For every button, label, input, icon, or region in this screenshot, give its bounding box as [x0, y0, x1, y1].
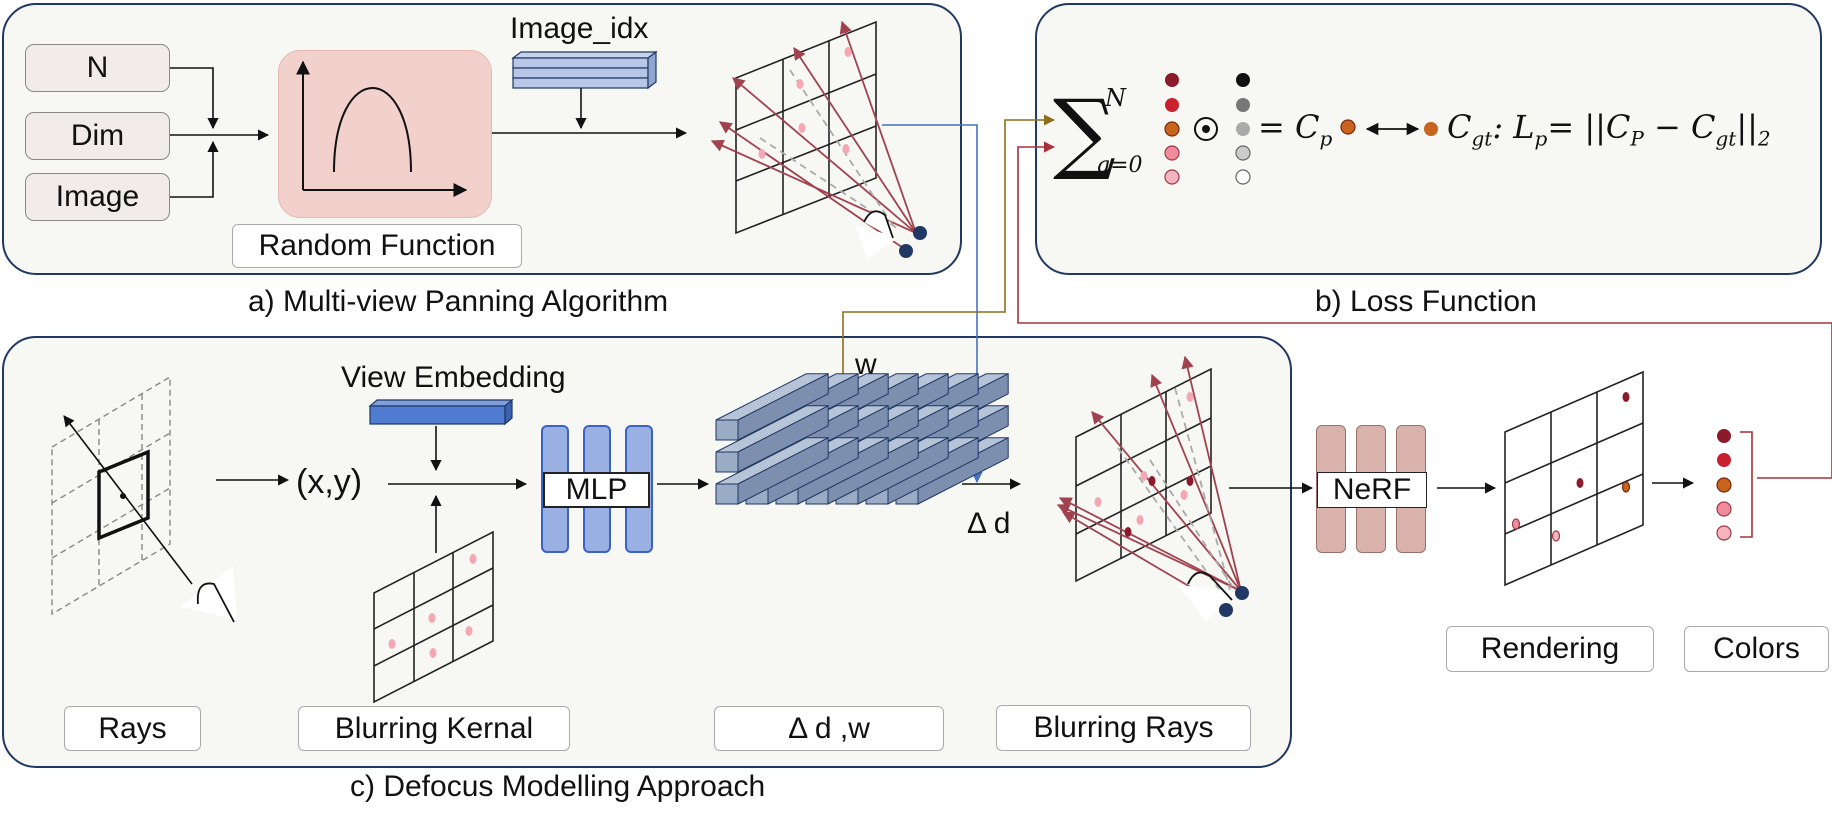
view-embedding-label: View Embedding: [341, 361, 566, 394]
sum-upper-limit: N: [1105, 84, 1126, 112]
nerf-label-box: NeRF: [1317, 472, 1427, 508]
rendering-points: [1511, 392, 1631, 542]
rays-label-box: Rays: [64, 706, 201, 751]
rendering-label: Rendering: [1480, 632, 1620, 665]
nerf-label: NeRF: [1332, 473, 1412, 506]
image-idx-label: Image_idx: [510, 12, 649, 45]
mlp-label-box: MLP: [543, 472, 650, 508]
input-image-box: Image: [25, 173, 170, 221]
rays-label: Rays: [98, 711, 167, 745]
colors-label: Colors: [1713, 632, 1800, 665]
rendering-label-box: Rendering: [1446, 626, 1654, 672]
delta-d-w-label: Δ d ,w: [788, 711, 870, 745]
delta-d-w-label-box: Δ d ,w: [714, 706, 944, 751]
blurring-rays-label: Blurring Rays: [1033, 711, 1214, 744]
colors-label-box: Colors: [1684, 626, 1829, 672]
random-function-label-box: Random Function: [232, 224, 522, 268]
input-dim-box: Dim: [25, 112, 170, 160]
panel-b-caption: b) Loss Function: [1315, 285, 1537, 318]
mlp-label: MLP: [565, 473, 628, 506]
panel-c-caption: c) Defocus Modelling Approach: [350, 770, 766, 803]
w-label: w: [855, 348, 877, 381]
input-n-label: N: [86, 51, 109, 84]
input-n-box: N: [25, 44, 170, 92]
random-function-label: Random Function: [258, 229, 496, 262]
delta-d-label: Δ d: [967, 507, 1011, 540]
rendering-grid: [1504, 370, 1644, 587]
input-dim-label: Dim: [70, 119, 125, 152]
blurring-kernel-label-box: Blurring Kernal: [298, 706, 570, 751]
input-image-label: Image: [55, 180, 140, 213]
cgt-text: Cgt: Lp= ||CP − Cgt||2: [1447, 108, 1771, 151]
blurring-rays-label-box: Blurring Rays: [996, 705, 1251, 751]
cp-text: = Cp: [1258, 108, 1333, 151]
xy-label: (x,y): [296, 463, 363, 501]
blurring-kernel-label: Blurring Kernal: [334, 711, 534, 745]
sum-lower-limit: q=0: [1096, 153, 1143, 178]
panel-a-caption: a) Multi-view Panning Algorithm: [248, 285, 669, 318]
random-function-plot-bg: [278, 50, 492, 218]
colors-bracket: [1740, 431, 1753, 538]
output-color-dots: [1716, 429, 1732, 541]
